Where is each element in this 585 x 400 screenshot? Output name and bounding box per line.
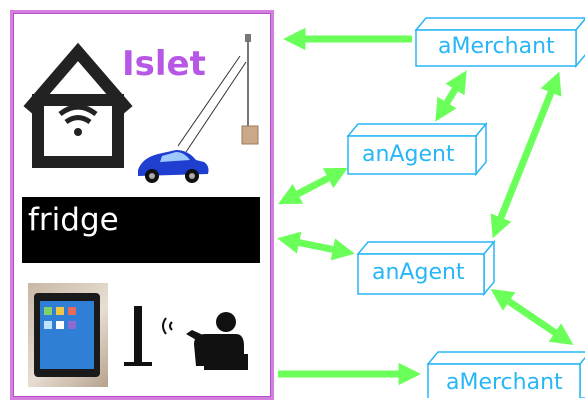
arrow-islet-agent-lower	[277, 231, 355, 261]
node-agent-upper-label: anAgent	[362, 142, 455, 167]
smart-home-icon	[23, 42, 133, 168]
fridge-panel	[22, 197, 260, 263]
tablet-icon	[34, 293, 100, 377]
arrow-merchant-top-agent-upper	[435, 70, 467, 122]
node-merchant-bottom[interactable]	[426, 351, 585, 398]
speaker-stand-icon	[124, 306, 152, 366]
node-agent-lower[interactable]	[356, 239, 496, 297]
arrow-merchant-top-agent-lower	[490, 71, 562, 239]
fridge-label: fridge	[28, 202, 119, 238]
node-merchant-bottom-label: aMerchant	[446, 370, 563, 395]
car-icon	[138, 150, 209, 183]
arrow-agent-upper-islet	[278, 167, 348, 205]
islet-title: Islet	[122, 44, 206, 84]
tablet-photo	[28, 283, 108, 387]
node-merchant-top[interactable]	[414, 17, 585, 69]
node-agent-upper[interactable]	[346, 121, 488, 177]
antenna-icon	[177, 34, 259, 153]
node-agent-lower-label: anAgent	[372, 260, 465, 285]
node-merchant-top-label: aMerchant	[438, 34, 555, 59]
arrow-agent-lower-merchant-bottom	[490, 288, 574, 346]
person-with-remote-icon	[162, 312, 248, 370]
